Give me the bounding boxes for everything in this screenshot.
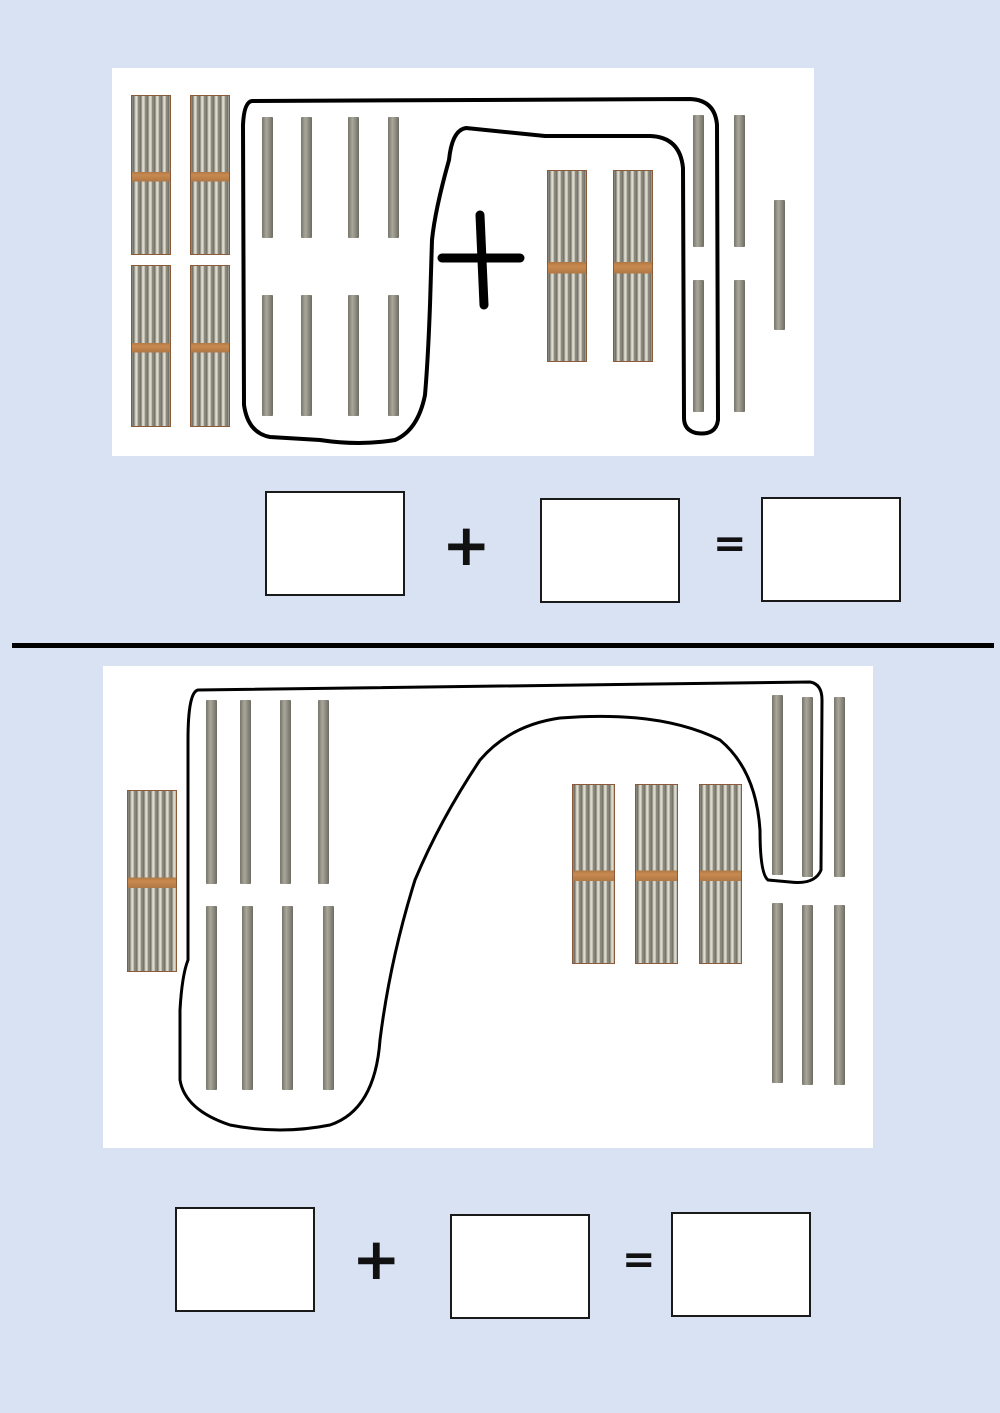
ten-bundle-icon [635, 784, 678, 964]
single-stick-icon [802, 697, 813, 877]
ten-bundle-icon [131, 265, 171, 427]
single-stick-icon [834, 697, 845, 877]
single-stick-icon [282, 906, 293, 1090]
problem-2-first-addend-box[interactable] [175, 1207, 315, 1312]
single-stick-icon [301, 295, 312, 416]
single-stick-icon [734, 280, 745, 412]
single-stick-icon [734, 115, 745, 247]
single-stick-icon [772, 695, 783, 875]
single-stick-icon [348, 295, 359, 416]
ten-bundle-icon [547, 170, 587, 362]
single-stick-icon [348, 117, 359, 238]
ten-bundle-icon [699, 784, 742, 964]
section-divider [12, 643, 994, 648]
single-stick-icon [802, 905, 813, 1085]
single-stick-icon [774, 200, 785, 330]
problem-1-sum-box[interactable] [761, 497, 901, 602]
ten-bundle-icon [190, 95, 230, 255]
ten-bundle-icon [131, 95, 171, 255]
problem-1-equals-sign: = [713, 521, 747, 567]
single-stick-icon [262, 295, 273, 416]
problem-1-plus-sign: + [442, 511, 491, 579]
problem-2-picture-panel [103, 666, 873, 1148]
single-stick-icon [206, 906, 217, 1090]
single-stick-icon [206, 700, 217, 884]
single-stick-icon [693, 280, 704, 412]
ten-bundle-icon [613, 170, 653, 362]
problem-2-equals-sign: = [622, 1237, 656, 1283]
problem-1-first-addend-box[interactable] [265, 491, 405, 596]
problem-2-sum-box[interactable] [671, 1212, 811, 1317]
single-stick-icon [323, 906, 334, 1090]
single-stick-icon [772, 903, 783, 1083]
single-stick-icon [262, 117, 273, 238]
problem-2-second-addend-box[interactable] [450, 1214, 590, 1319]
single-stick-icon [388, 295, 399, 416]
single-stick-icon [240, 700, 251, 884]
ten-bundle-icon [127, 790, 177, 972]
single-stick-icon [693, 115, 704, 247]
single-stick-icon [834, 905, 845, 1085]
ten-bundle-icon [572, 784, 615, 964]
single-stick-icon [280, 700, 291, 884]
single-stick-icon [388, 117, 399, 238]
problem-1-second-addend-box[interactable] [540, 498, 680, 603]
single-stick-icon [301, 117, 312, 238]
single-stick-icon [318, 700, 329, 884]
problem-2-plus-sign: + [352, 1225, 401, 1293]
ten-bundle-icon [190, 265, 230, 427]
single-stick-icon [242, 906, 253, 1090]
